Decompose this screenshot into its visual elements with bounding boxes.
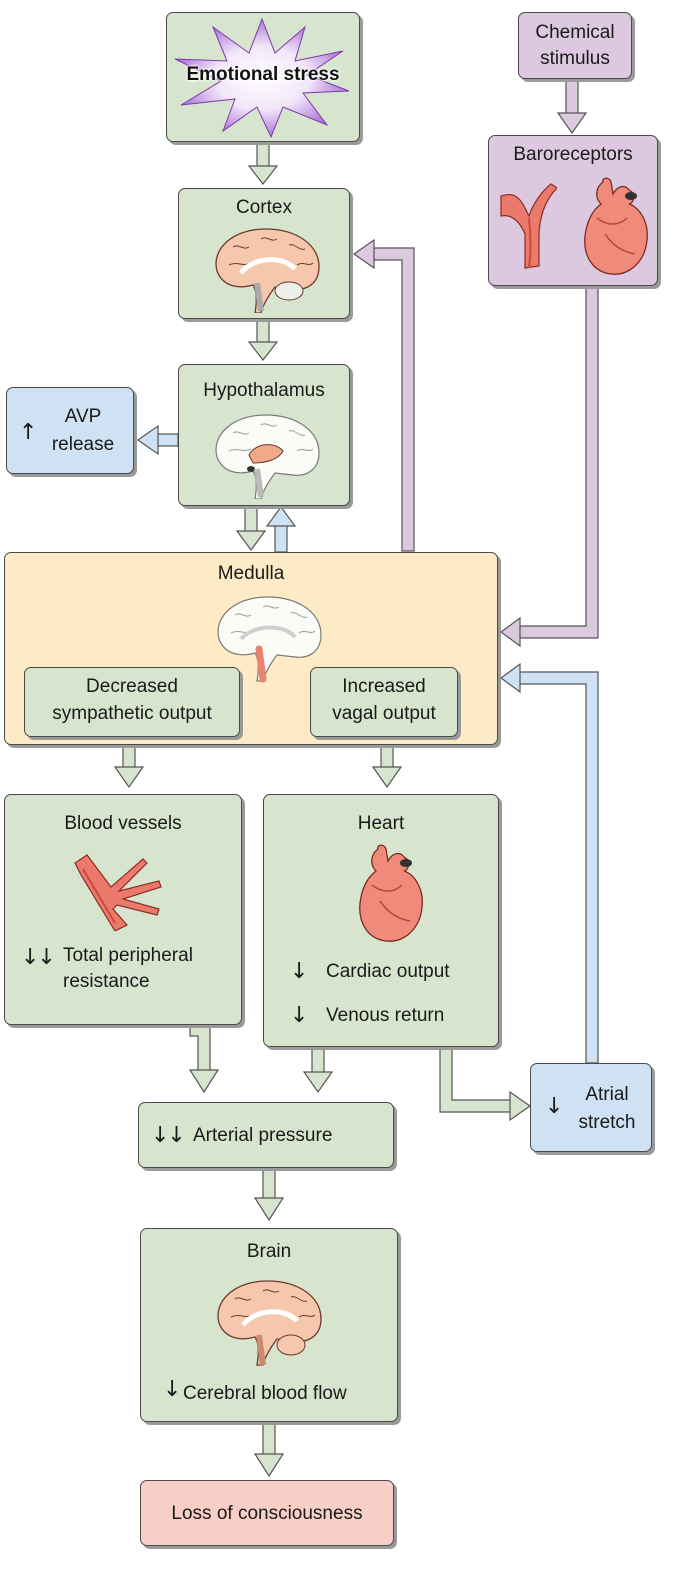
brain-label: Brain (246, 1241, 292, 1262)
heart-box: Heart ↓ Cardiac output ↓ Venous return (263, 794, 499, 1047)
loss-of-consciousness-label: Loss of consciousness (171, 1503, 363, 1524)
vagal-label-line2: vagal output (332, 703, 436, 724)
cerebral-blood-flow-label: Cerebral blood flow (183, 1383, 347, 1404)
arrow-sympathetic-to-vessels (113, 736, 145, 789)
atrial-label-line1: Atrial (585, 1084, 629, 1105)
medulla-label: Medulla (217, 563, 285, 584)
arrow-vagal-to-heart (371, 736, 403, 789)
arrow-atrial-to-medulla (499, 662, 599, 1064)
cortex-label: Cortex (236, 197, 292, 218)
venous-return-decrease-arrow: ↓ (290, 1003, 309, 1028)
carotid-artery-icon (500, 183, 557, 269)
sympathetic-label-line1: Decreased (86, 676, 178, 697)
vagal-output-box: Increased vagal output (310, 667, 458, 737)
sympathetic-output-box: Decreased sympathetic output (24, 667, 240, 737)
brain-icon (215, 414, 320, 499)
loss-of-consciousness-box: Loss of consciousness (140, 1480, 394, 1546)
arrow-medulla-to-cortex (352, 238, 415, 552)
emotional-stress-label: Emotional stress (186, 64, 340, 85)
heart-icon (359, 844, 423, 942)
arrow-vessels-to-pressure (188, 1023, 220, 1094)
cerebral-blood-flow-decrease-arrow: ↓ (163, 1377, 182, 1402)
hypothalamus-box: Hypothalamus (178, 364, 350, 506)
blood-vessels-box: Blood vessels ↓↓ Total peripheral resist… (4, 794, 242, 1025)
arrow-stress-to-cortex (247, 141, 279, 185)
atrial-stretch-decrease-arrow: ↓ (545, 1094, 564, 1119)
brain-box: Brain ↓ Cerebral blood flow (140, 1228, 398, 1422)
blood-vessels-label: Blood vessels (64, 813, 182, 834)
avp-label-line2: release (51, 434, 115, 455)
arrow-cortex-to-hypothalamus (247, 317, 279, 361)
starburst-icon (174, 17, 350, 139)
vagal-label-line1: Increased (342, 676, 426, 697)
arrow-hypothalamus-to-medulla (235, 504, 267, 552)
hypothalamus-label: Hypothalamus (203, 380, 325, 401)
baroreceptors-box: Baroreceptors (488, 135, 658, 286)
arterial-pressure-label: Arterial pressure (193, 1125, 333, 1146)
baroreceptors-label: Baroreceptors (513, 144, 633, 165)
arrow-pressure-to-brain (253, 1167, 285, 1222)
tpr-decrease-arrows: ↓↓ (21, 945, 56, 970)
avp-increase-arrow: ↑ (19, 420, 38, 445)
sympathetic-label-line2: sympathetic output (52, 703, 212, 724)
arrow-hypothalamus-to-avp (136, 424, 179, 456)
arrow-medulla-to-hypothalamus (265, 505, 297, 553)
venous-return-label: Venous return (326, 1005, 445, 1026)
atrial-stretch-box: ↓ Atrial stretch (530, 1063, 652, 1152)
chemical-label-line2: stimulus (540, 48, 610, 69)
medulla-box: Medulla Decreased sympathetic output Inc… (4, 552, 498, 745)
heart-icon (584, 177, 648, 275)
avp-label-line1: AVP (64, 406, 102, 427)
avp-release-box: ↑ AVP release (6, 387, 134, 474)
heart-label: Heart (357, 813, 405, 834)
chemical-stimulus-box: Chemical stimulus (518, 12, 632, 79)
tpr-label-line2: resistance (63, 971, 150, 992)
arrow-heart-to-pressure (302, 1046, 334, 1094)
cortex-box: Cortex (178, 188, 350, 319)
arterial-pressure-box: ↓↓ Arterial pressure (138, 1102, 394, 1168)
brain-icon (217, 596, 322, 683)
tpr-label-line1: Total peripheral (63, 945, 193, 966)
arrow-baroreceptors-to-medulla (499, 285, 599, 648)
chemical-label-line1: Chemical (535, 22, 615, 43)
brain-icon (217, 1280, 322, 1366)
arrow-brain-to-loss (253, 1421, 285, 1478)
emotional-stress-box: Emotional stress (166, 12, 360, 142)
arrow-heart-to-atrial-stretch (439, 1046, 532, 1122)
cardiac-output-label: Cardiac output (326, 961, 450, 982)
blood-vessel-icon (74, 854, 162, 931)
brain-icon (215, 228, 320, 313)
atrial-label-line2: stretch (578, 1112, 636, 1133)
arrow-chemical-to-baroreceptors (556, 78, 588, 135)
cardiac-output-decrease-arrow: ↓ (290, 959, 309, 984)
arterial-pressure-decrease-arrows: ↓↓ (151, 1123, 186, 1148)
